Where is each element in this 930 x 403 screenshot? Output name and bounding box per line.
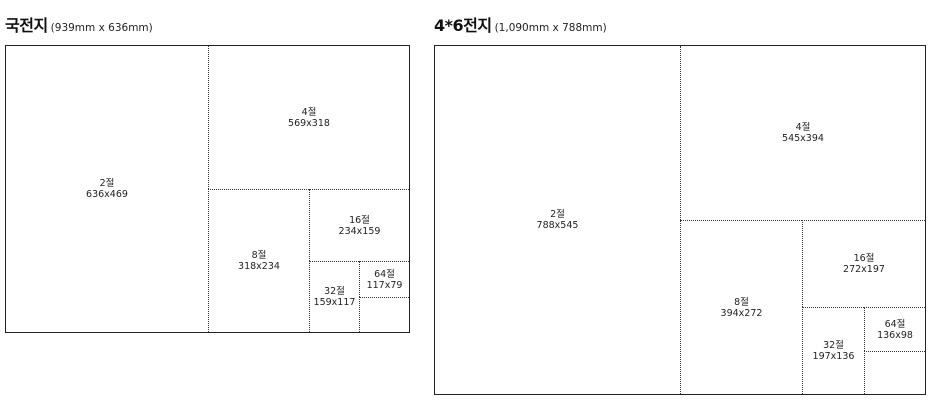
right-sheet-diagram: 2절 788x545 4절 545x394 8절 394x272 16절 272… — [434, 45, 926, 395]
right-cut-32-dims: 197x136 — [812, 351, 855, 362]
left-cut-4-dims: 569x318 — [288, 117, 330, 129]
left-sheet-title: 국전지 — [5, 16, 48, 35]
right-cut-4-dims: 545x394 — [782, 133, 824, 144]
right-cut-32-name: 32절 — [823, 340, 844, 351]
left-cut-64-name: 64절 — [374, 268, 395, 280]
right-cut-4-name: 4절 — [795, 122, 811, 133]
left-sheet-diagram: 2절 636x469 4절 569x318 8절 318x234 16절 234… — [5, 45, 410, 333]
left-cut-64-dims: 117x79 — [366, 279, 403, 291]
left-cut-2: 2절 636x469 — [6, 46, 208, 332]
left-cut-2-name: 2절 — [99, 178, 115, 189]
left-cut-16: 16절 234x159 — [309, 189, 409, 261]
left-cut-8-name: 8절 — [251, 250, 267, 261]
left-cut-8-dims: 318x234 — [238, 261, 280, 272]
left-sheet-heading: 국전지(939mm x 636mm) — [5, 12, 153, 36]
right-cut-32: 32절 197x136 — [802, 307, 864, 394]
right-cut-2: 2절 788x545 — [435, 46, 680, 394]
right-sheet-title: 4*6전지 — [434, 16, 492, 35]
left-cut-64-blank — [359, 297, 409, 332]
left-cut-8: 8절 318x234 — [208, 189, 309, 332]
right-cut-2-dims: 788x545 — [536, 220, 579, 231]
right-cut-64: 64절 136x98 — [864, 307, 925, 351]
right-cut-16-dims: 272x197 — [843, 264, 885, 275]
left-cut-16-dims: 234x159 — [338, 225, 381, 237]
right-sheet-size: (1,090mm x 788mm) — [494, 22, 607, 34]
left-cut-64: 64절 117x79 — [359, 261, 409, 297]
right-sheet-heading: 4*6전지(1,090mm x 788mm) — [434, 12, 607, 36]
left-cut-4-name: 4절 — [301, 106, 317, 118]
right-cut-2-name: 2절 — [550, 209, 565, 220]
left-cut-4: 4절 569x318 — [208, 46, 409, 189]
right-cut-64-blank — [864, 351, 925, 394]
right-cut-8-dims: 394x272 — [720, 307, 763, 319]
left-cut-2-dims: 636x469 — [86, 189, 128, 200]
right-cut-16-name: 16절 — [853, 253, 875, 264]
right-cut-8: 8절 394x272 — [680, 220, 802, 394]
left-cut-32: 32절 159x117 — [309, 261, 359, 332]
left-cut-16-name: 16절 — [349, 214, 370, 226]
left-cut-32-dims: 159x117 — [313, 297, 356, 308]
left-cut-32-name: 32절 — [324, 286, 345, 297]
left-sheet-size: (939mm x 636mm) — [50, 22, 153, 34]
right-cut-4: 4절 545x394 — [680, 46, 925, 220]
right-cut-64-dims: 136x98 — [877, 329, 913, 341]
right-cut-64-name: 64절 — [884, 318, 906, 330]
right-cut-16: 16절 272x197 — [802, 220, 925, 307]
right-cut-8-name: 8절 — [734, 296, 749, 308]
